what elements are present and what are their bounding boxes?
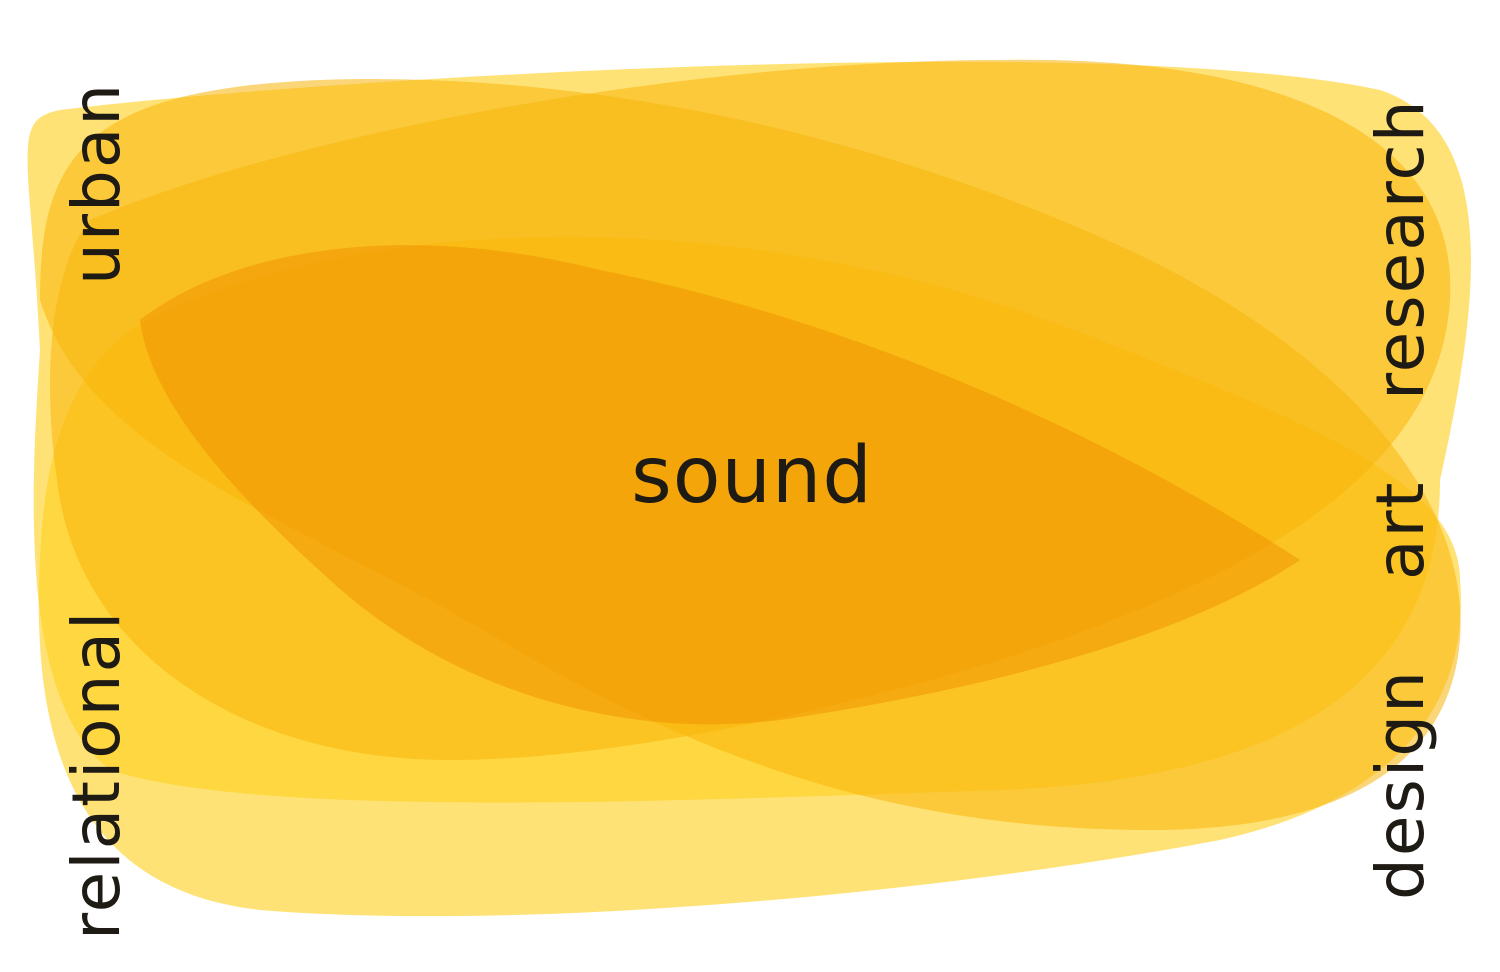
left-bottom-label: relational	[58, 609, 135, 940]
right-top-label: research	[1362, 98, 1439, 400]
right-bottom-label: design	[1362, 669, 1439, 900]
blob-core	[140, 245, 1300, 725]
center-label: sound	[631, 431, 873, 521]
left-top-label: urban	[58, 81, 135, 285]
right-middle-label: art	[1362, 480, 1439, 580]
